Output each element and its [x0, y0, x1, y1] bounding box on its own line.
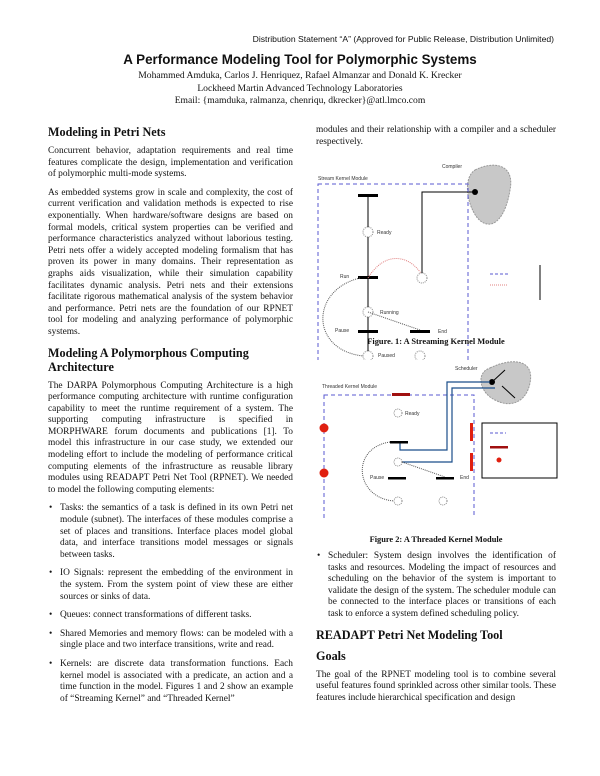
- list-item: Scheduler: System design involves the id…: [317, 551, 556, 621]
- compiler-label: Compiler: [442, 164, 462, 170]
- authors: Mohammed Amduka, Carlos J. Henriquez, Ra…: [138, 70, 462, 81]
- legend-place: [496, 457, 502, 463]
- bullet-list: Scheduler: System design involves the id…: [316, 551, 556, 621]
- bullet-list: Tasks: the semantics of a task is define…: [48, 503, 293, 705]
- subsection-heading: Goals: [316, 648, 346, 663]
- interface-place: [319, 423, 329, 433]
- place: [414, 350, 426, 360]
- list-item: Queues: connect transformations of diffe…: [49, 610, 293, 622]
- figure-1-caption: Figure. 1: A Streaming Kernel Module: [367, 337, 505, 346]
- interface-transition: [392, 393, 410, 396]
- interface-place: [319, 468, 329, 478]
- legend-box: [481, 422, 558, 479]
- place: [393, 496, 403, 506]
- affiliation: Lockheed Martin Advanced Technology Labo…: [197, 83, 403, 94]
- arc: [401, 461, 446, 478]
- distribution-statement: Distribution Statement “A” (Approved for…: [252, 34, 554, 44]
- figure-2-diagram: Scheduler Threaded Kernel Module Ready P…: [319, 361, 558, 518]
- transition-label: Pause: [370, 475, 384, 481]
- email: Email: {mamduka, ralmanza, chenriqu, dkr…: [174, 95, 426, 106]
- section-heading: READAPT Petri Net Modeling Tool: [316, 627, 503, 642]
- module-boundary: [317, 183, 469, 360]
- interface-transition: [470, 423, 473, 441]
- transition-label: Run: [340, 274, 349, 280]
- legend-transition: [490, 446, 508, 449]
- arc: [322, 277, 364, 357]
- right-column-top: modules and their relationship with a co…: [316, 125, 556, 155]
- place-label: Paused: [378, 353, 395, 359]
- arc: [367, 258, 423, 279]
- transition-end: [436, 477, 454, 480]
- transition: [358, 194, 378, 197]
- transition: [390, 441, 408, 444]
- arc: [501, 385, 516, 399]
- list-item: Kernels: are discrete data transformatio…: [49, 659, 293, 705]
- list-item: Shared Memories and memory flows: can be…: [49, 629, 293, 652]
- place-label: Ready: [377, 230, 392, 236]
- section-heading: Modeling A Polymorphous Computing Archit…: [48, 345, 249, 374]
- module-label: Threaded Kernel Module: [322, 384, 377, 390]
- place-ready: [393, 408, 403, 418]
- transition-end: [410, 330, 430, 333]
- arc: [491, 369, 506, 383]
- interface-transition: [470, 453, 473, 471]
- transition-pause: [388, 477, 406, 480]
- transition-pause: [358, 330, 378, 333]
- arc: [361, 441, 395, 502]
- paper-title: A Performance Modeling Tool for Polymorp…: [123, 52, 477, 67]
- place: [416, 272, 428, 284]
- list-item: IO Signals: represent the embedding of t…: [49, 568, 293, 603]
- place-label: Running: [380, 310, 399, 316]
- list-item: Tasks: the semantics of a task is define…: [49, 503, 293, 561]
- wire: [402, 387, 495, 463]
- right-column-bottom: Scheduler: System design involves the id…: [316, 551, 556, 711]
- transition-label: End: [460, 475, 469, 481]
- wire: [421, 191, 475, 275]
- figure-2-caption: Figure 2: A Threaded Kernel Module: [369, 535, 503, 544]
- paragraph: The goal of the RPNET modeling tool is t…: [316, 669, 556, 703]
- paragraph: As embedded systems grow in scale and co…: [48, 187, 293, 337]
- scheduler-label: Scheduler: [455, 366, 478, 372]
- compiler-blob: [466, 164, 512, 225]
- figure-1-diagram: Compiler Stream Kernel Module Ready Run …: [317, 164, 541, 360]
- module-label: Stream Kernel Module: [318, 176, 368, 182]
- module-boundary: [323, 394, 475, 518]
- transition-label: Pause: [335, 328, 349, 334]
- place-ready: [362, 226, 374, 238]
- paragraph: Concurrent behavior, adaptation requirem…: [48, 146, 293, 180]
- paragraph: The DARPA Polymorphous Computing Archite…: [48, 380, 293, 495]
- place: [393, 457, 403, 467]
- scheduler-blob: [480, 361, 532, 405]
- place-label: Ready: [405, 411, 420, 417]
- section-heading: Modeling in Petri Nets: [48, 125, 166, 139]
- transition-label: End: [438, 329, 447, 335]
- place: [438, 496, 448, 506]
- place-paused: [362, 350, 374, 360]
- paragraph: modules and their relationship with a co…: [316, 125, 556, 147]
- wire: [399, 381, 490, 451]
- left-column: Modeling in Petri Nets Concurrent behavi…: [48, 125, 293, 712]
